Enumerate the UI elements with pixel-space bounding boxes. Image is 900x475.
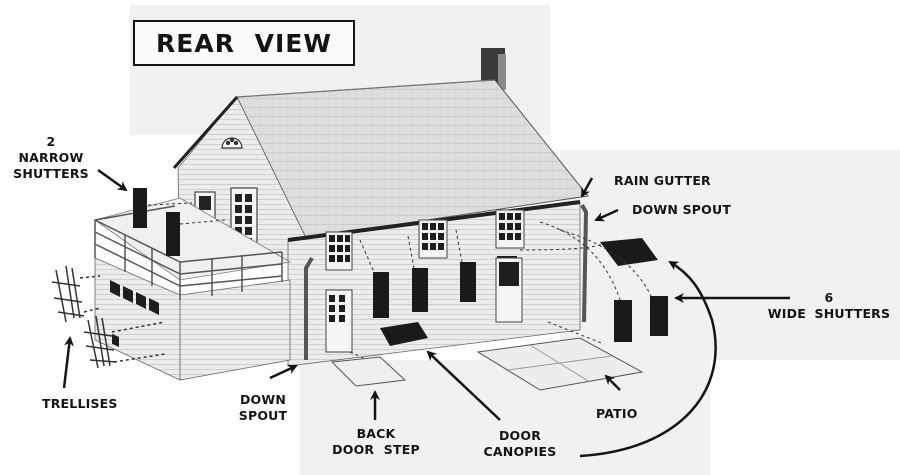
- patio-part: [476, 337, 644, 391]
- label-door-canopies: DOOR CANOPIES: [483, 428, 557, 459]
- label-rain-gutter: RAIN GUTTER: [614, 173, 711, 188]
- label-back-door-step: BACK DOOR STEP: [332, 426, 420, 457]
- trellises: [51, 265, 166, 369]
- label-trellises: TRELLISES: [42, 396, 118, 411]
- label-down-spout-front: DOWN SPOUT: [238, 392, 288, 423]
- wide-shutter-exploded-2: [650, 296, 668, 336]
- page-title: REAR VIEW: [156, 28, 332, 58]
- window-3: [495, 209, 525, 249]
- title-box: REAR VIEW: [133, 20, 355, 66]
- down-spout-right: [580, 204, 589, 323]
- rear-wall: [287, 200, 589, 367]
- label-patio: PATIO: [596, 406, 638, 421]
- back-door-right: [495, 257, 523, 323]
- down-spout-front: [304, 256, 314, 360]
- wall-shutter: [373, 272, 389, 318]
- back-door-left: [325, 289, 353, 353]
- wide-shutter-exploded-1: [614, 300, 632, 342]
- label-down-spout-right: DOWN SPOUT: [632, 202, 732, 217]
- narrow-shutters: [133, 188, 226, 256]
- label-wide-shutters: 6 WIDE SHUTTERS: [767, 290, 891, 321]
- window-1: [325, 231, 353, 271]
- door-canopy-exploded-2: [600, 238, 658, 266]
- leader-arrows: [62, 168, 790, 458]
- wall-shutter: [412, 268, 428, 312]
- label-narrow-shutters: 2 NARROW SHUTTERS: [13, 134, 89, 181]
- back-door-step-part: [330, 356, 407, 387]
- wall-shutter: [460, 262, 476, 302]
- window-2: [418, 219, 448, 259]
- door-canopy-exploded-1: [380, 322, 428, 346]
